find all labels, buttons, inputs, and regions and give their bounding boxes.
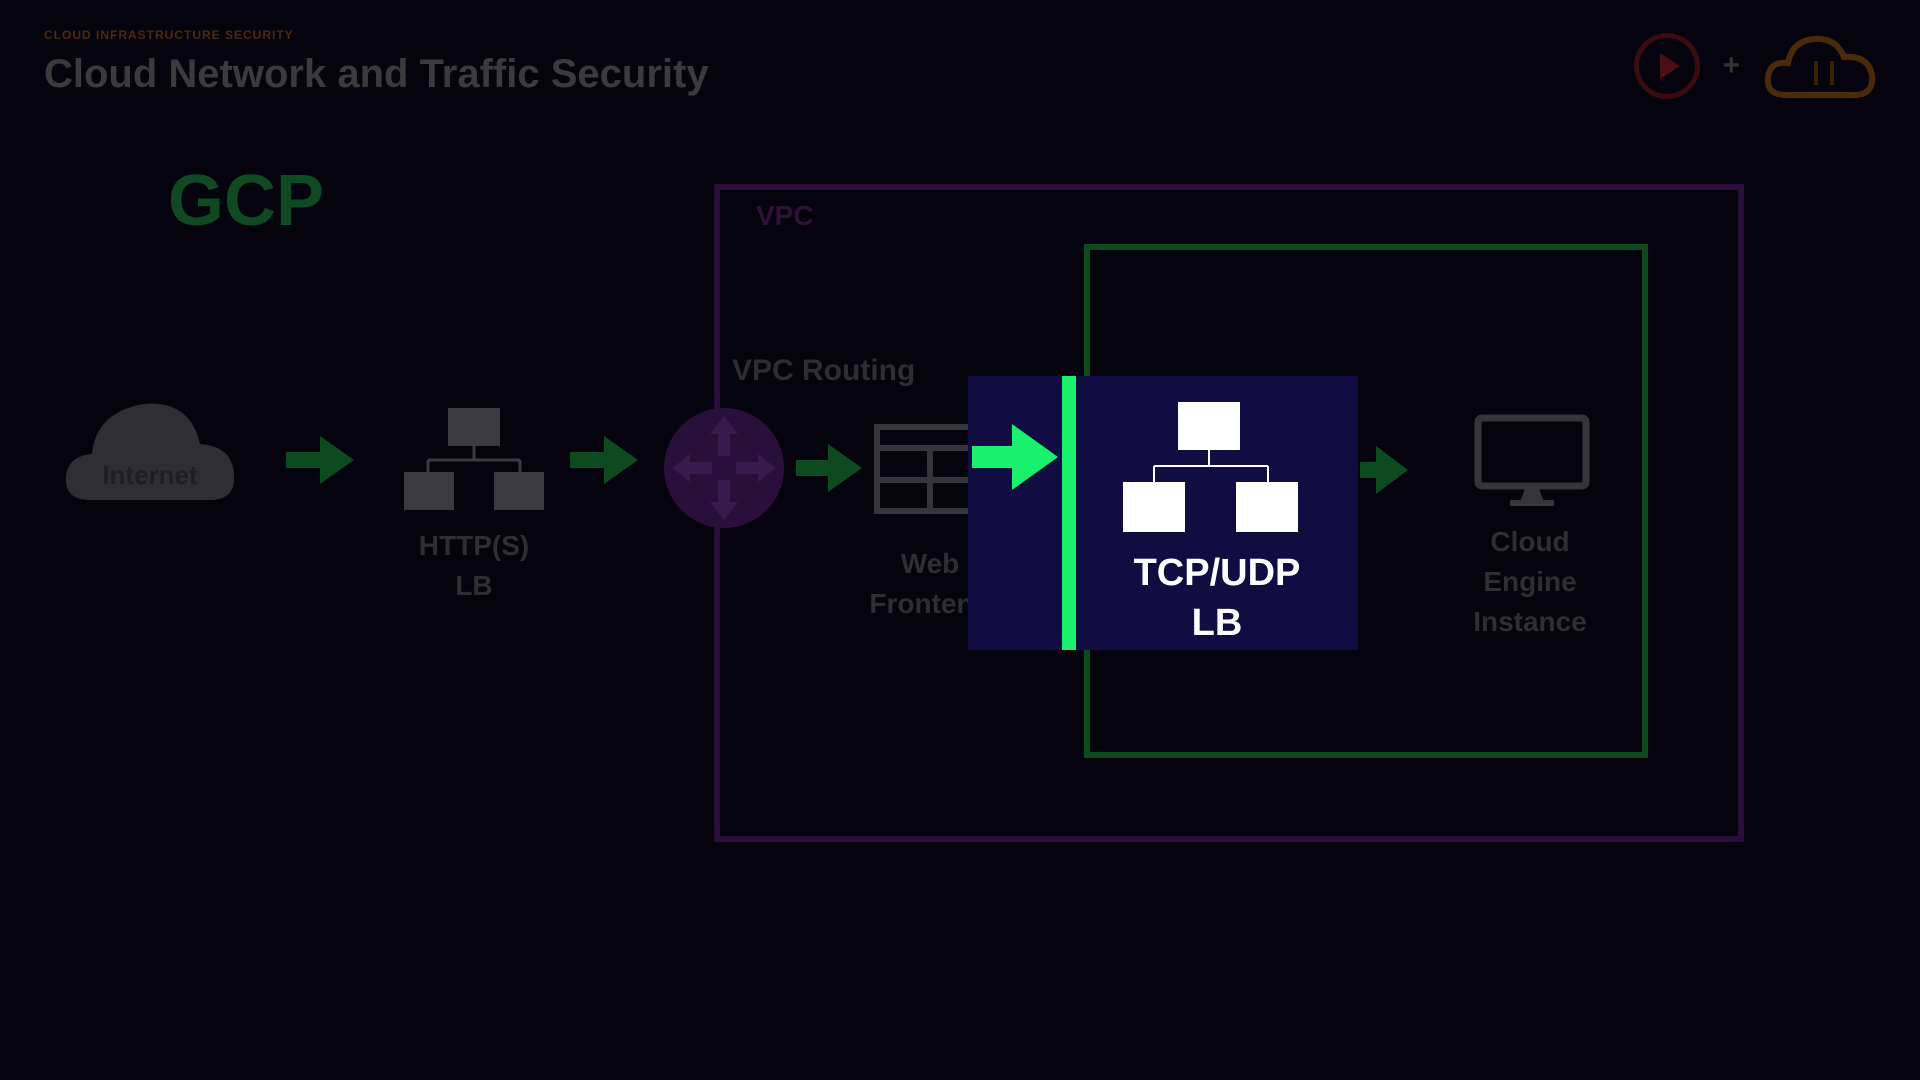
- highlight-arrow-icon: [972, 424, 1058, 490]
- flow-arrow-icon: [286, 436, 354, 484]
- flow-arrow-icon: [1360, 446, 1408, 494]
- flow-arrow-icon: [796, 444, 862, 492]
- page-title: Cloud Network and Traffic Security: [44, 52, 709, 96]
- vpc-router-icon: [664, 408, 784, 528]
- internet-cloud-icon: [65, 403, 235, 500]
- internet-label: Internet: [102, 460, 198, 490]
- brand-logos: +: [1634, 26, 1878, 106]
- flow-arrow-icon: [570, 436, 638, 484]
- play-button-icon: [1634, 33, 1701, 99]
- monitor-icon: [1474, 414, 1590, 506]
- http-lb-icon: [404, 408, 544, 510]
- tcp-udp-lb-icon: [1123, 402, 1298, 532]
- cloud-engine-label: Cloud Engine Instance: [1473, 526, 1587, 637]
- provider-label: GCP: [168, 161, 325, 241]
- vpc-label: VPC: [756, 200, 814, 231]
- cloud-logo-icon: [1764, 35, 1876, 98]
- plus-sign: +: [1722, 49, 1740, 82]
- web-frontend-icon: [874, 424, 974, 514]
- tcp-udp-lb-label: TCP/UDP LB: [1133, 552, 1301, 644]
- vpc-routing-label: VPC Routing: [732, 354, 916, 387]
- http-lb-label: HTTP(S) LB: [418, 530, 530, 601]
- section-eyebrow: CLOUD INFRASTRUCTURE SECURITY: [44, 28, 294, 42]
- highlight-accent-bar: [1062, 376, 1076, 650]
